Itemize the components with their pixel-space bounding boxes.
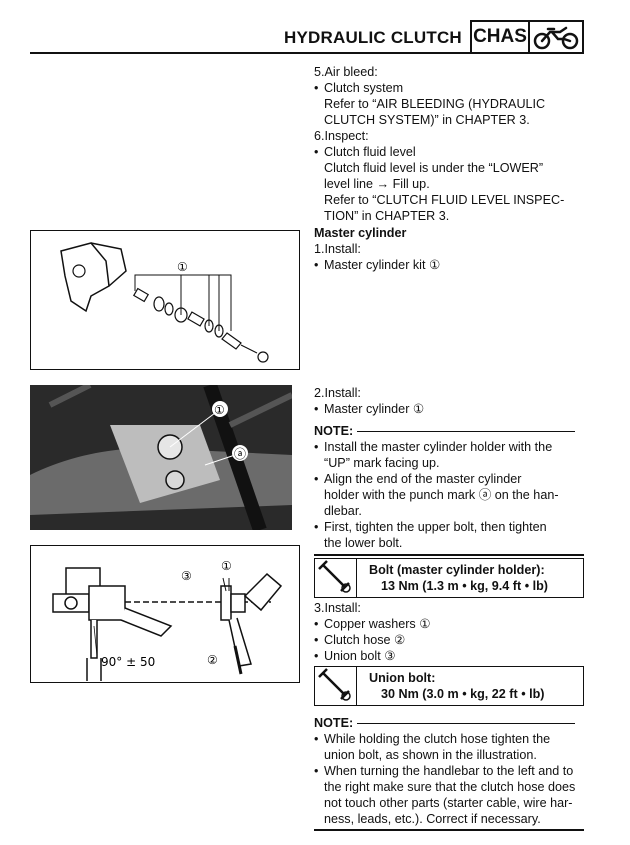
air-bleed-item: Clutch system <box>314 80 403 96</box>
inspect-ref-2: TION” in CHAPTER 3. <box>324 209 450 223</box>
note-line: dlebar. <box>324 504 362 518</box>
install-item-3: Union bolt ③ <box>314 648 396 664</box>
note-line: Align the end of the master cylinder <box>314 471 521 487</box>
header-rule <box>30 52 470 54</box>
note-line: holder with the punch mark ⓐ on the han- <box>324 488 559 502</box>
install-item-3: Copper washers ① <box>314 616 431 632</box>
section-badge: CHAS <box>470 20 530 54</box>
inspect-item: Clutch fluid level <box>314 144 416 160</box>
callout-3: ③ <box>181 569 192 583</box>
install-step-1: 1.Install: <box>314 242 361 256</box>
note-heading: NOTE: <box>314 423 576 439</box>
torque-spec-box: Bolt (master cylinder holder): 13 Nm (1.… <box>314 558 584 598</box>
torque-spec-box: Union bolt: 30 Nm (3.0 m • kg, 22 ft • l… <box>314 666 584 706</box>
inspect-ref-1: Refer to “CLUTCH FLUID LEVEL INSPEC- <box>324 193 565 207</box>
note-line: When turning the handlebar to the left a… <box>314 763 573 779</box>
master-cylinder-kit-figure: ① <box>30 230 300 370</box>
torque-wrench-icon <box>315 667 357 705</box>
note-line: the right make sure that the clutch hose… <box>324 780 576 794</box>
callout-1: ① <box>177 260 188 274</box>
note-line: not touch other parts (starter cable, wi… <box>324 796 573 810</box>
page-title: HYDRAULIC CLUTCH <box>284 28 462 47</box>
clutch-hose-figure: ③ ① ② 90° ± 50 <box>30 545 300 683</box>
callout-a: ⓐ <box>234 447 246 461</box>
torque-spec-label: Union bolt: <box>369 671 436 685</box>
torque-spec-value: 13 Nm (1.3 m • kg, 9.4 ft • lb) <box>381 579 548 593</box>
torque-spec-value: 30 Nm (3.0 m • kg, 22 ft • lb) <box>381 687 545 701</box>
torque-wrench-icon <box>315 559 357 597</box>
note-line: First, tighten the upper bolt, then tigh… <box>314 519 547 535</box>
note-line: the lower bolt. <box>324 536 403 550</box>
air-bleed-ref-1: Refer to “AIR BLEEDING (HYDRAULIC <box>324 97 546 111</box>
note-line: union bolt, as shown in the illustration… <box>324 748 537 762</box>
inspect-text-2: level line → Fill up. <box>324 177 430 191</box>
motorcycle-icon <box>533 26 579 50</box>
note-line: “UP” mark facing up. <box>324 456 440 470</box>
note-line: While holding the clutch hose tighten th… <box>314 731 550 747</box>
note-label: NOTE: <box>314 716 354 730</box>
section-icon-box <box>528 20 584 54</box>
note-heading: NOTE: <box>314 715 576 731</box>
install-item-2: Master cylinder ① <box>314 401 424 417</box>
install-item-1: Master cylinder kit ① <box>314 257 440 273</box>
note-rule <box>357 431 576 433</box>
section-heading: Master cylinder <box>314 226 407 240</box>
callout-1: ① <box>221 559 232 573</box>
note-end-rule <box>314 829 584 831</box>
note-label: NOTE: <box>314 424 354 438</box>
note-end-rule <box>314 554 584 556</box>
hose-angle-label: 90° ± 50 <box>101 655 155 669</box>
note-line: Install the master cylinder holder with … <box>314 439 552 455</box>
callout-1: ① <box>214 403 225 417</box>
install-step-3: 3.Install: <box>314 601 361 615</box>
install-step-2: 2.Install: <box>314 386 361 400</box>
master-cylinder-photo: ① ⓐ <box>30 382 294 533</box>
air-bleed-ref-2: CLUTCH SYSTEM)” in CHAPTER 3. <box>324 113 530 127</box>
inspect-step: 6.Inspect: <box>314 129 369 143</box>
air-bleed-step: 5.Air bleed: <box>314 65 378 79</box>
install-item-3: Clutch hose ② <box>314 632 405 648</box>
inspect-text-1: Clutch fluid level is under the “LOWER” <box>324 161 544 175</box>
torque-spec-label: Bolt (master cylinder holder): <box>369 563 545 577</box>
note-rule <box>357 723 576 725</box>
callout-2: ② <box>207 653 218 667</box>
note-line: ness, leads, etc.). Correct if necessary… <box>324 812 541 826</box>
